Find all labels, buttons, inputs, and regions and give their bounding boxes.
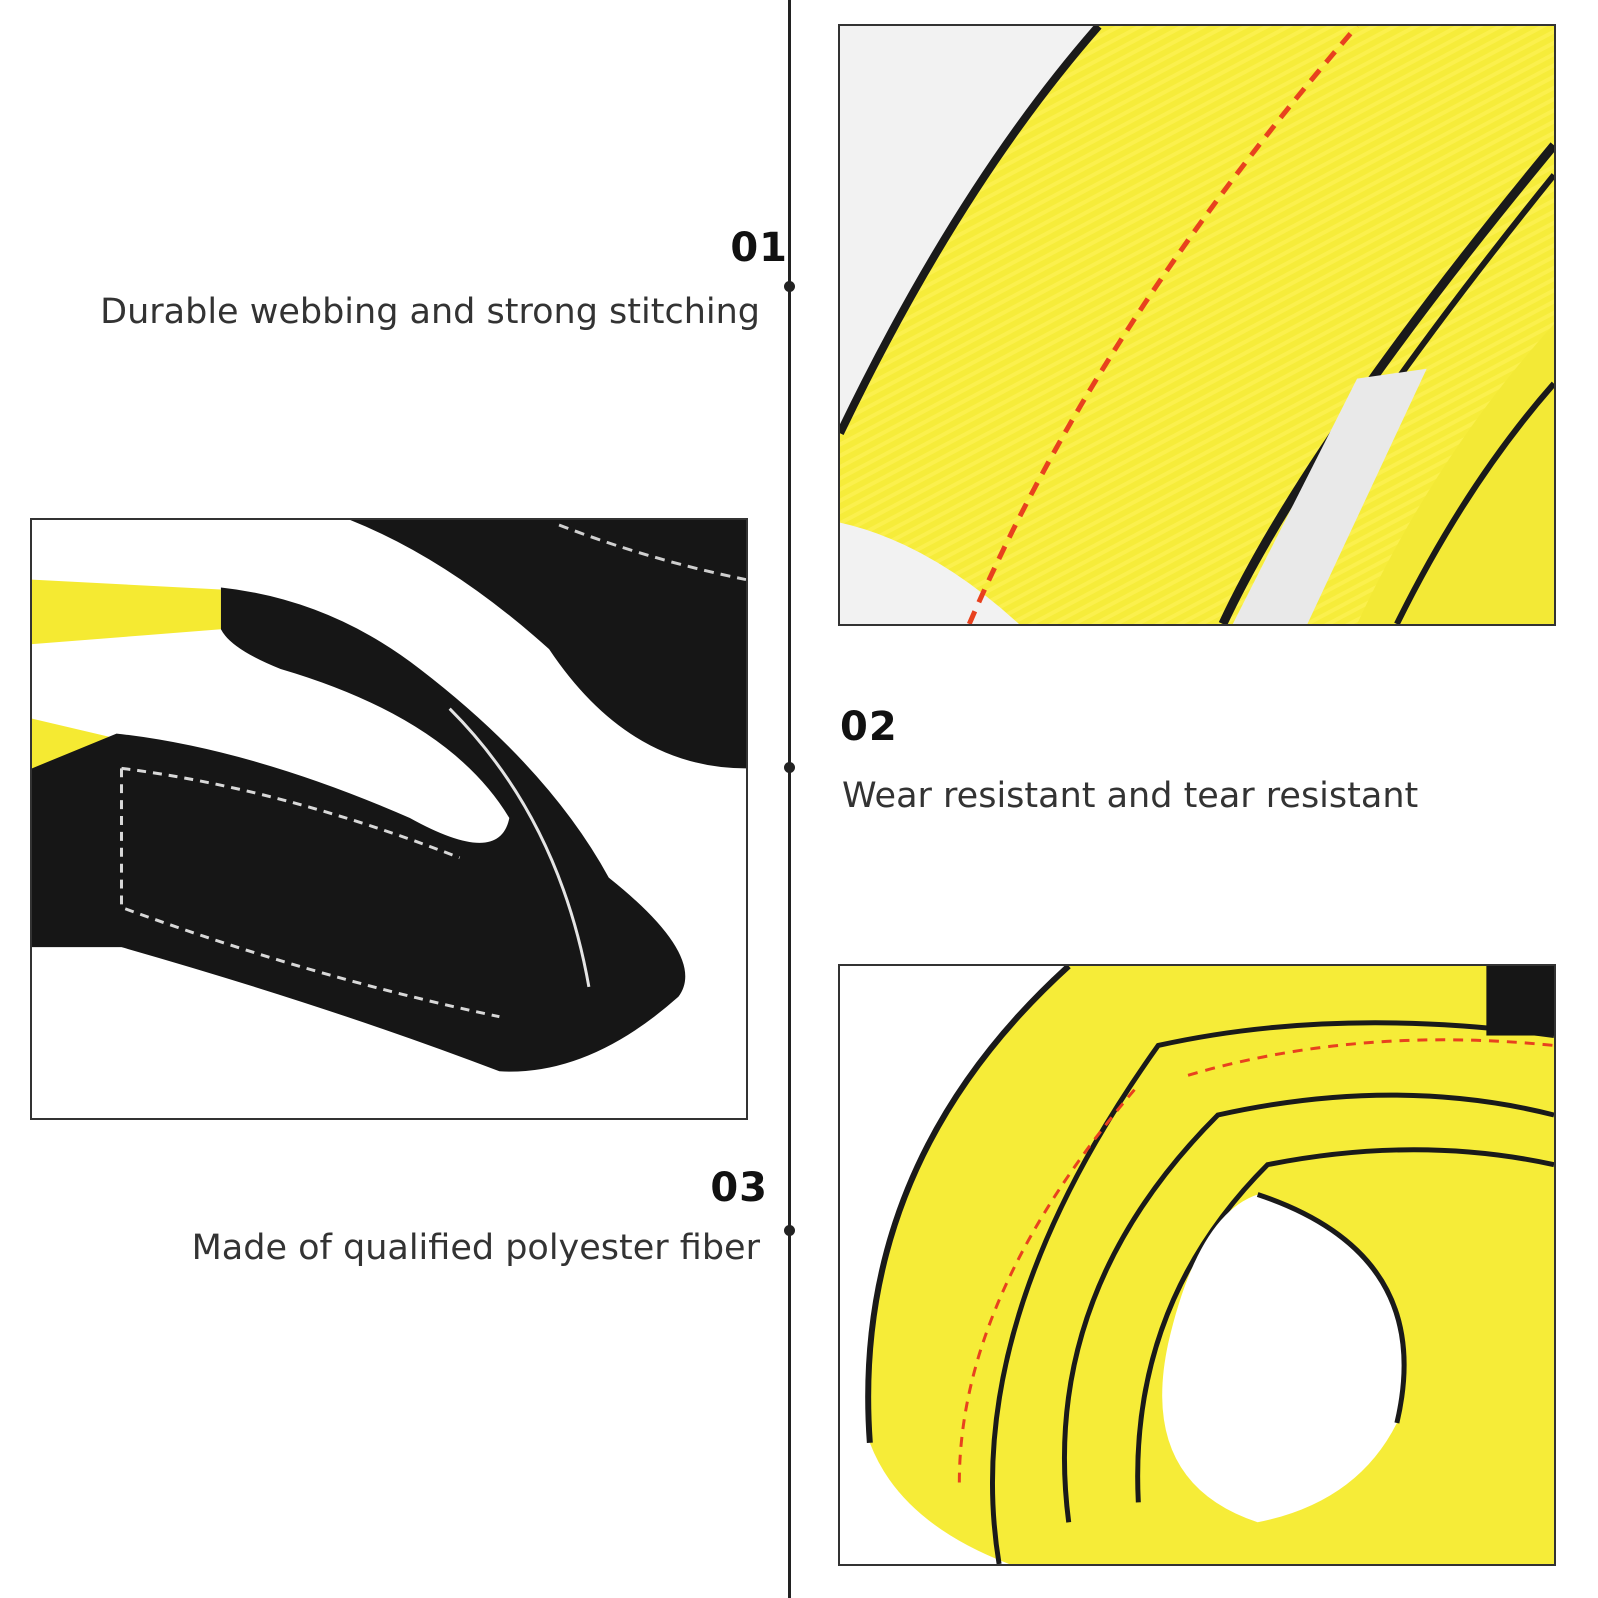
photo-coiled-strap xyxy=(838,964,1556,1566)
feature-caption-03: Made of qualified polyester fiber xyxy=(191,1228,760,1268)
feature-caption-01: Durable webbing and strong stitching xyxy=(100,292,760,332)
photo-black-loop xyxy=(30,518,748,1120)
feature-caption-02: Wear resistant and tear resistant xyxy=(842,776,1419,816)
photo-webbing-closeup xyxy=(838,24,1556,626)
timeline-dot-02 xyxy=(784,762,795,773)
feature-number-02: 02 xyxy=(840,704,898,750)
timeline-line xyxy=(788,0,791,1598)
feature-number-01: 01 xyxy=(730,225,788,271)
timeline-dot-03 xyxy=(784,1225,795,1236)
timeline-dot-01 xyxy=(784,281,795,292)
feature-number-03: 03 xyxy=(710,1165,768,1211)
